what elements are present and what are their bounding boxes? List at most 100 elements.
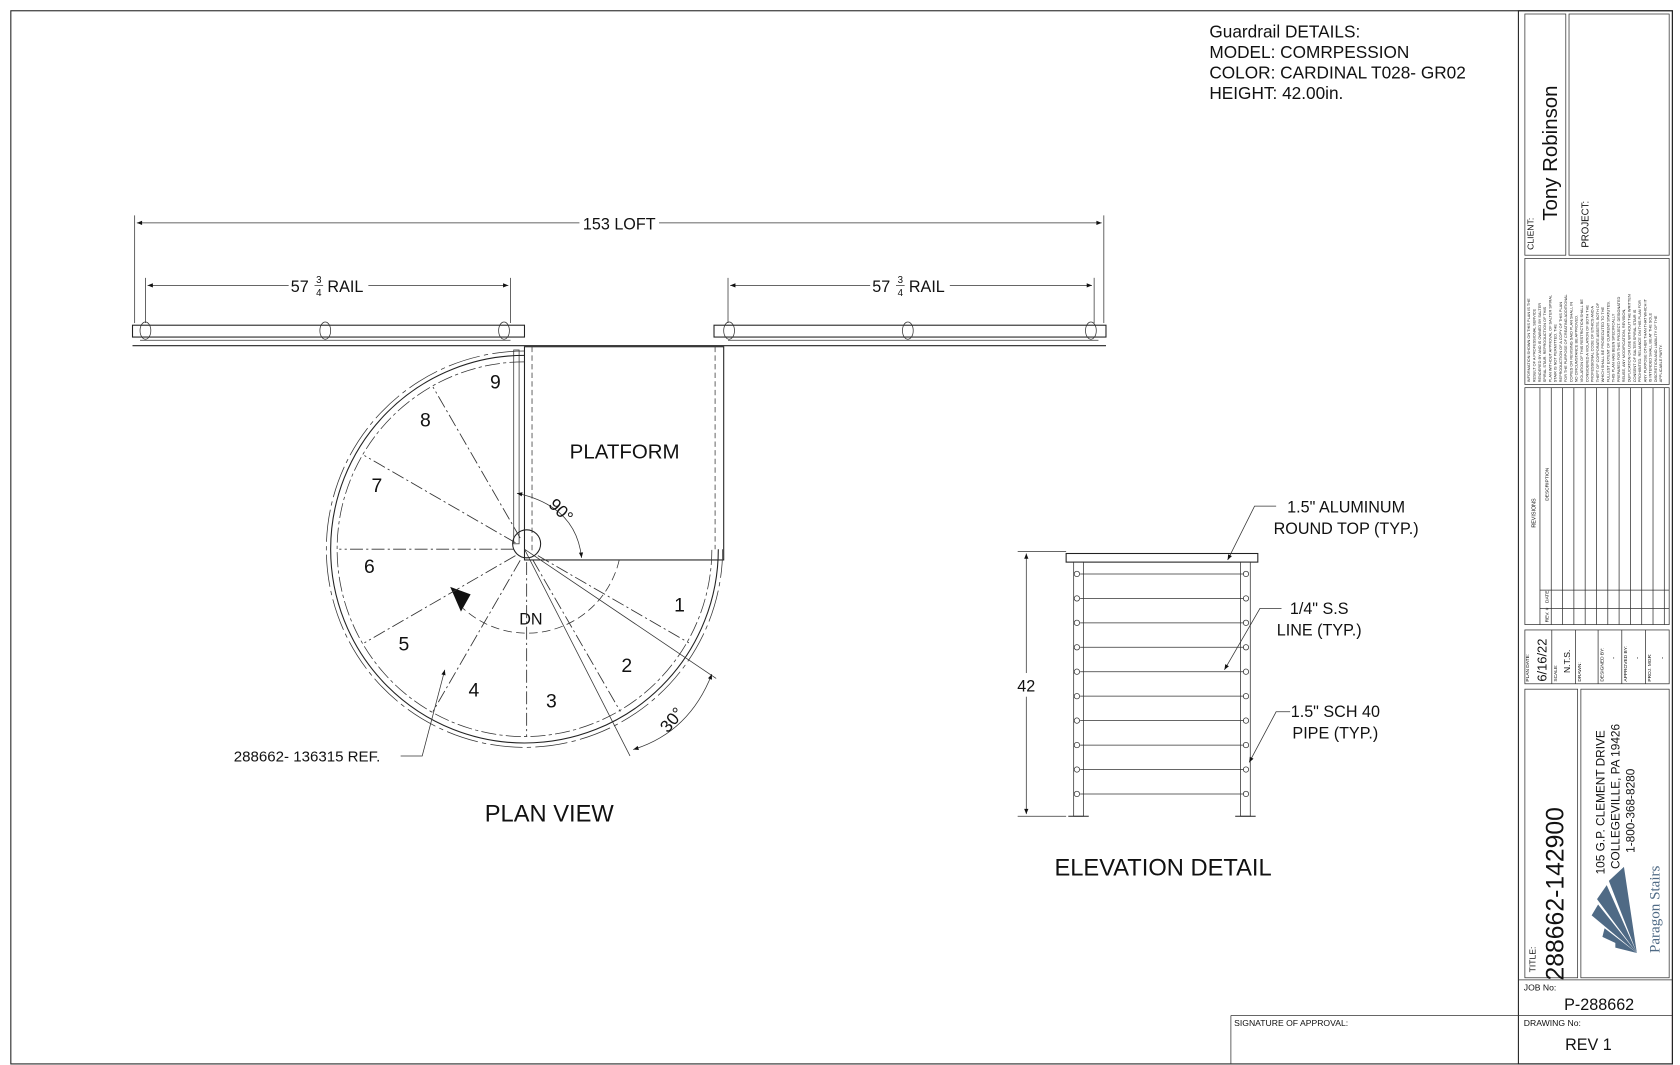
top-rail (1065, 552, 1259, 563)
cable-fitting (1073, 619, 1080, 626)
disclaimer-line: NO CIRCUMSTANCE BE APPROVED. (1574, 315, 1579, 382)
step-number: 9 (490, 372, 501, 394)
scale-label: SCALE: (1553, 664, 1559, 681)
description-label: DESCRIPTION (1545, 467, 1551, 501)
platform: PLATFORM (513, 346, 725, 561)
designed-label: DESIGNED BY: (1599, 648, 1605, 682)
loft-dimension: 153 LOFT (134, 215, 1105, 324)
pm-label: PROJ. MGR: (1647, 653, 1653, 681)
step-number: 7 (372, 475, 383, 497)
reference-label: 288662- 136315 REF. (234, 748, 381, 765)
disclaimer-line: RESULT OF A PROFESSIONAL SERVICE (1532, 308, 1537, 382)
elevation-detail: 42 1.5" ALUMINUM ROUND TOP (TYP.) 1/4" S… (1017, 499, 1418, 882)
step-number: 3 (546, 690, 557, 712)
tread-line (537, 555, 690, 644)
logo-text: Paragon Stairs (1647, 865, 1663, 953)
drawn-label: DRAWN: (1577, 662, 1583, 681)
disclaimer-line: RENDERED BY AND IS OWNED BY SALTER (1537, 303, 1542, 383)
cable-fitting (1073, 717, 1080, 724)
disclaimer-line: THEFT OF CORPORATE ASSETS. BOTH OF (1595, 302, 1600, 382)
cable-fitting (1073, 790, 1080, 798)
disclaimer-line: VIOLATION OF THIS RESTRICTION SHALL BE (1579, 299, 1584, 383)
cable-fitting (1242, 717, 1250, 724)
callout-top-2: ROUND TOP (TYP.) (1274, 520, 1419, 538)
drawing-title: 288662-142900 (1543, 807, 1570, 980)
left-rail-denominator: 4 (316, 288, 322, 299)
left-rail-numerator: 3 (316, 275, 321, 286)
disclaimer-line: REPRODUCTION OF A COPY OF THIS PLAN (1558, 302, 1563, 382)
step-number: 8 (420, 409, 431, 431)
disclaimer-line: SPIRAL STAIR. REPRODUCTION OF THIS (1542, 306, 1547, 382)
title-block: CLIENT: Tony Robinson PROJECT: INFORMATI… (1230, 10, 1673, 1065)
disclaimer-line: FOR THE PURPOSE OF CREATING ADDITIONAL (1563, 293, 1568, 382)
disclaimer-line: INFORMATION SHOWN ON THIS PLAN IS THE (1526, 298, 1531, 382)
step-number: 6 (364, 556, 375, 578)
details-height: HEIGHT: 42.00in. (1209, 83, 1343, 103)
cable-fitting (1073, 693, 1080, 700)
left-rail-word: RAIL (327, 278, 363, 296)
right-rail-denominator: 4 (898, 288, 904, 299)
disclaimer-line: STAIR IS NOT PERMITTED. THE (1553, 324, 1558, 383)
tread-line (432, 560, 521, 712)
callout-pipe-2: PIPE (TYP.) (1292, 725, 1378, 743)
step-number: 1 (674, 595, 685, 617)
callout-pipe-1: 1.5" SCH 40 (1291, 703, 1380, 721)
cable-fitting (1073, 644, 1080, 651)
tread-line (364, 455, 516, 544)
revisions-table (1539, 387, 1670, 625)
tread-line (532, 560, 621, 712)
details-color: COLOR: CARDINAL T028- GR02 (1209, 63, 1465, 83)
logo-fan-icon (1591, 866, 1637, 954)
dn-label: DN (519, 611, 542, 629)
disclaimer-line: CONSIDERED A VIOLATION OF BOTH THE (1584, 305, 1589, 383)
project-label: PROJECT: (1580, 201, 1591, 248)
right-rail (713, 321, 1107, 341)
disclaimer-line: IS INTENDED SHALL BE AT THE SOLE (1648, 313, 1653, 383)
client-name: Tony Robinson (1539, 85, 1562, 220)
sheet-border (10, 10, 1673, 1065)
left-rail-whole: 57 (291, 278, 309, 296)
details-title: Guardrail DETAILS: (1209, 22, 1360, 42)
signature-label: SIGNATURE OF APPROVAL: (1234, 1018, 1348, 1028)
disclaimer-line: DISCRETION AND LIABILITY OF THE (1653, 315, 1658, 382)
revisions-label: REVISIONS (1532, 498, 1538, 528)
rev-no-label: REV. # (1545, 607, 1551, 622)
loft-dimension-label: 153 LOFT (583, 215, 656, 233)
cable-fitting (1073, 595, 1080, 602)
disclaimer-line: PROHIBITED. RELIANCE ON THIS PLAN FOR (1637, 300, 1642, 382)
cable-fitting (1073, 766, 1080, 773)
direction-arrow (450, 586, 471, 612)
plan-view: 153 LOFT 57 3 4 RAIL 57 3 4 RAIL (131, 215, 1107, 828)
disclaimer-line: DUPLICATION OR USE WITHOUT THE WRITTEN (1627, 294, 1632, 382)
angle-90-arc (516, 492, 584, 558)
right-rail-dimension: 57 3 4 RAIL (727, 275, 1095, 324)
plan-date-label: PLAN DATE: (1525, 654, 1531, 682)
step-number: 4 (468, 680, 479, 702)
plan-date: 6/16/22 (1534, 639, 1549, 682)
tread-line (364, 555, 516, 644)
cable-fitting (1242, 644, 1250, 651)
step-number: 5 (398, 633, 409, 655)
job-label: JOB No: (1524, 983, 1557, 993)
height-dimension: 42 (1017, 677, 1035, 695)
right-rail-numerator: 3 (898, 275, 903, 286)
disclaimer-line: PLAN WITHOUT APPROVAL OF SALTER SPIRAL (1547, 294, 1552, 382)
cable-fitting (1242, 790, 1250, 798)
disclaimer-line: APPLICABLE PARTY. (1658, 345, 1663, 383)
left-rail (131, 321, 526, 341)
approved-label: APPROVED BY: (1623, 646, 1629, 682)
left-rail-dimension: 57 3 4 RAIL (145, 275, 511, 324)
elevation-title: ELEVATION DETAIL (1054, 855, 1271, 881)
step-number: 2 (621, 655, 632, 677)
plan-view-title: PLAN VIEW (485, 802, 615, 828)
cable-fitting (1073, 742, 1080, 749)
angle-30-label: 30° (656, 703, 688, 736)
cable-fitting (1242, 693, 1250, 700)
scale: N.T.S. (1562, 650, 1572, 673)
approved-value: - (1634, 657, 1641, 659)
date-label: DATE (1545, 590, 1551, 603)
disclaimer-line: WHICH SHALL BE PROSECUTED TO THE (1600, 307, 1605, 383)
platform-label: PLATFORM (570, 441, 680, 464)
disclaimer-line: PROFESSIONAL CODE OF ETHICS AND A (1590, 306, 1595, 383)
